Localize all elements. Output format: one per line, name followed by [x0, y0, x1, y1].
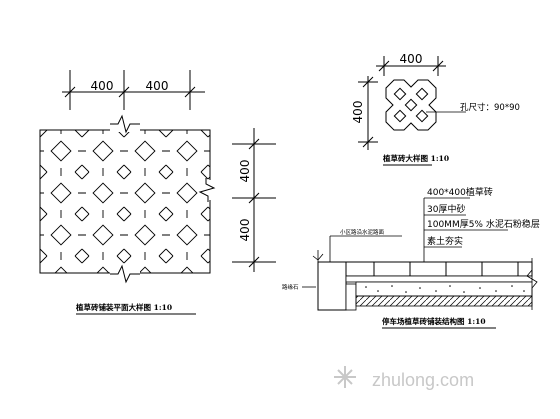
brick-caption: 植草砖大样图 1:10: [382, 153, 449, 163]
section-caption: 停车场植草砖铺装结构图 1:10: [382, 316, 486, 326]
plan-dim-top-right: 400: [146, 79, 169, 93]
sand-layer: [345, 275, 533, 283]
section-detail: 400*400植草砖 30厚中砂 100MM厚5% 水泥石粉稳层 素土夯实 小区…: [282, 186, 540, 329]
brick-dim-top: 400: [400, 52, 423, 66]
layer-3-label: 100MM厚5% 水泥石粉稳层: [427, 218, 540, 230]
watermark-text: zhulong.com: [372, 370, 474, 390]
plan-paving-field: [39, 129, 211, 274]
brick-hole-label: 孔尺寸：90*90: [460, 102, 520, 113]
curb-label: 小区路沿水泥路面: [340, 228, 385, 236]
brick-shape: [385, 79, 437, 131]
layer-leaders: [423, 197, 508, 262]
layer-4-label: 素土夯实: [427, 235, 463, 247]
brick-layer: [345, 261, 533, 277]
plan-caption: 植草砖铺装平面大样图 1:10: [75, 302, 172, 312]
brick-dimension-top: [376, 56, 446, 76]
watermark-logo: [334, 366, 356, 388]
brick-dim-left: 400: [351, 101, 365, 124]
curb-stone: [317, 261, 347, 311]
plan-dim-right-bottom: 400: [238, 219, 252, 242]
section-right-break: [526, 258, 538, 310]
plan-dimension-top: [62, 70, 205, 110]
curb-base: [345, 283, 357, 311]
stone-powder-layer: [355, 281, 533, 297]
plan-dim-top-left: 400: [91, 79, 114, 93]
paving-plan: 400 400 400 400 植草砖铺装平面大样图 1:10: [39, 70, 276, 315]
plan-dimension-right: [232, 128, 276, 272]
plan-dim-right-top: 400: [238, 160, 252, 183]
plan-break-lines: [110, 112, 220, 284]
stone-powder-dots: [365, 285, 525, 293]
brick-detail: 400 400 孔尺寸：90*90 植草砖大样图 1:10: [351, 52, 520, 166]
stone-label: 路缘石: [282, 283, 299, 291]
soil-layer: [355, 295, 533, 307]
layer-2-label: 30厚中砂: [427, 203, 465, 215]
layer-1-label: 400*400植草砖: [427, 186, 493, 198]
brick-dimension-left: [358, 76, 378, 150]
